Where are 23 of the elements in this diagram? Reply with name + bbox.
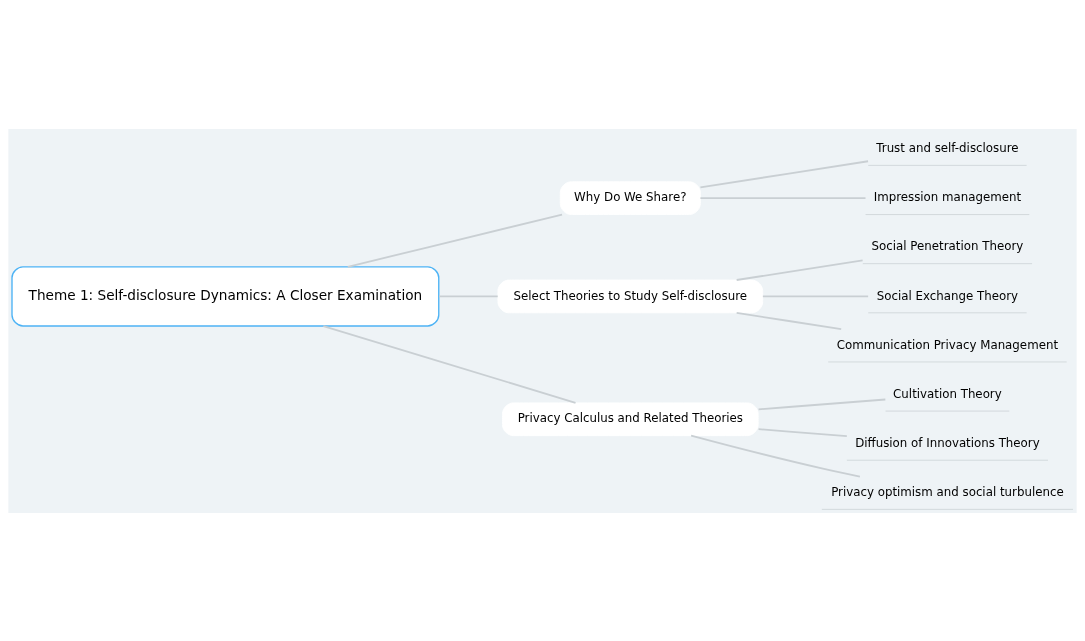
connector [346, 213, 563, 268]
connector [735, 258, 864, 281]
node-box: Select Theories to Study Self-disclosure [497, 279, 764, 313]
node-box: Why Do We Share? [559, 180, 701, 215]
node-text: Diffusion of Innovations Theory [855, 435, 1040, 450]
connector [699, 159, 869, 188]
connector [757, 427, 848, 437]
node-text: Social Exchange Theory [876, 288, 1019, 303]
connector [735, 311, 843, 330]
connector [699, 196, 867, 199]
connector [761, 295, 870, 297]
node-text: Social Penetration Theory [871, 238, 1024, 253]
node-box: Privacy Calculus and Related Theories [502, 401, 759, 436]
connector [690, 434, 861, 477]
node-text: Privacy optimism and social turbulence [831, 484, 1064, 499]
connector [757, 398, 887, 410]
node-text: Trust and self-disclosure [876, 140, 1019, 155]
node-box: Theme 1: Self-disclosure Dynamics: A Closer Examination [11, 265, 440, 327]
connector [438, 295, 499, 297]
node-text: Cultivation Theory [893, 386, 1002, 401]
connector [322, 324, 577, 404]
node-text: Communication Privacy Management [836, 337, 1059, 352]
node-text: Impression management [873, 189, 1022, 204]
